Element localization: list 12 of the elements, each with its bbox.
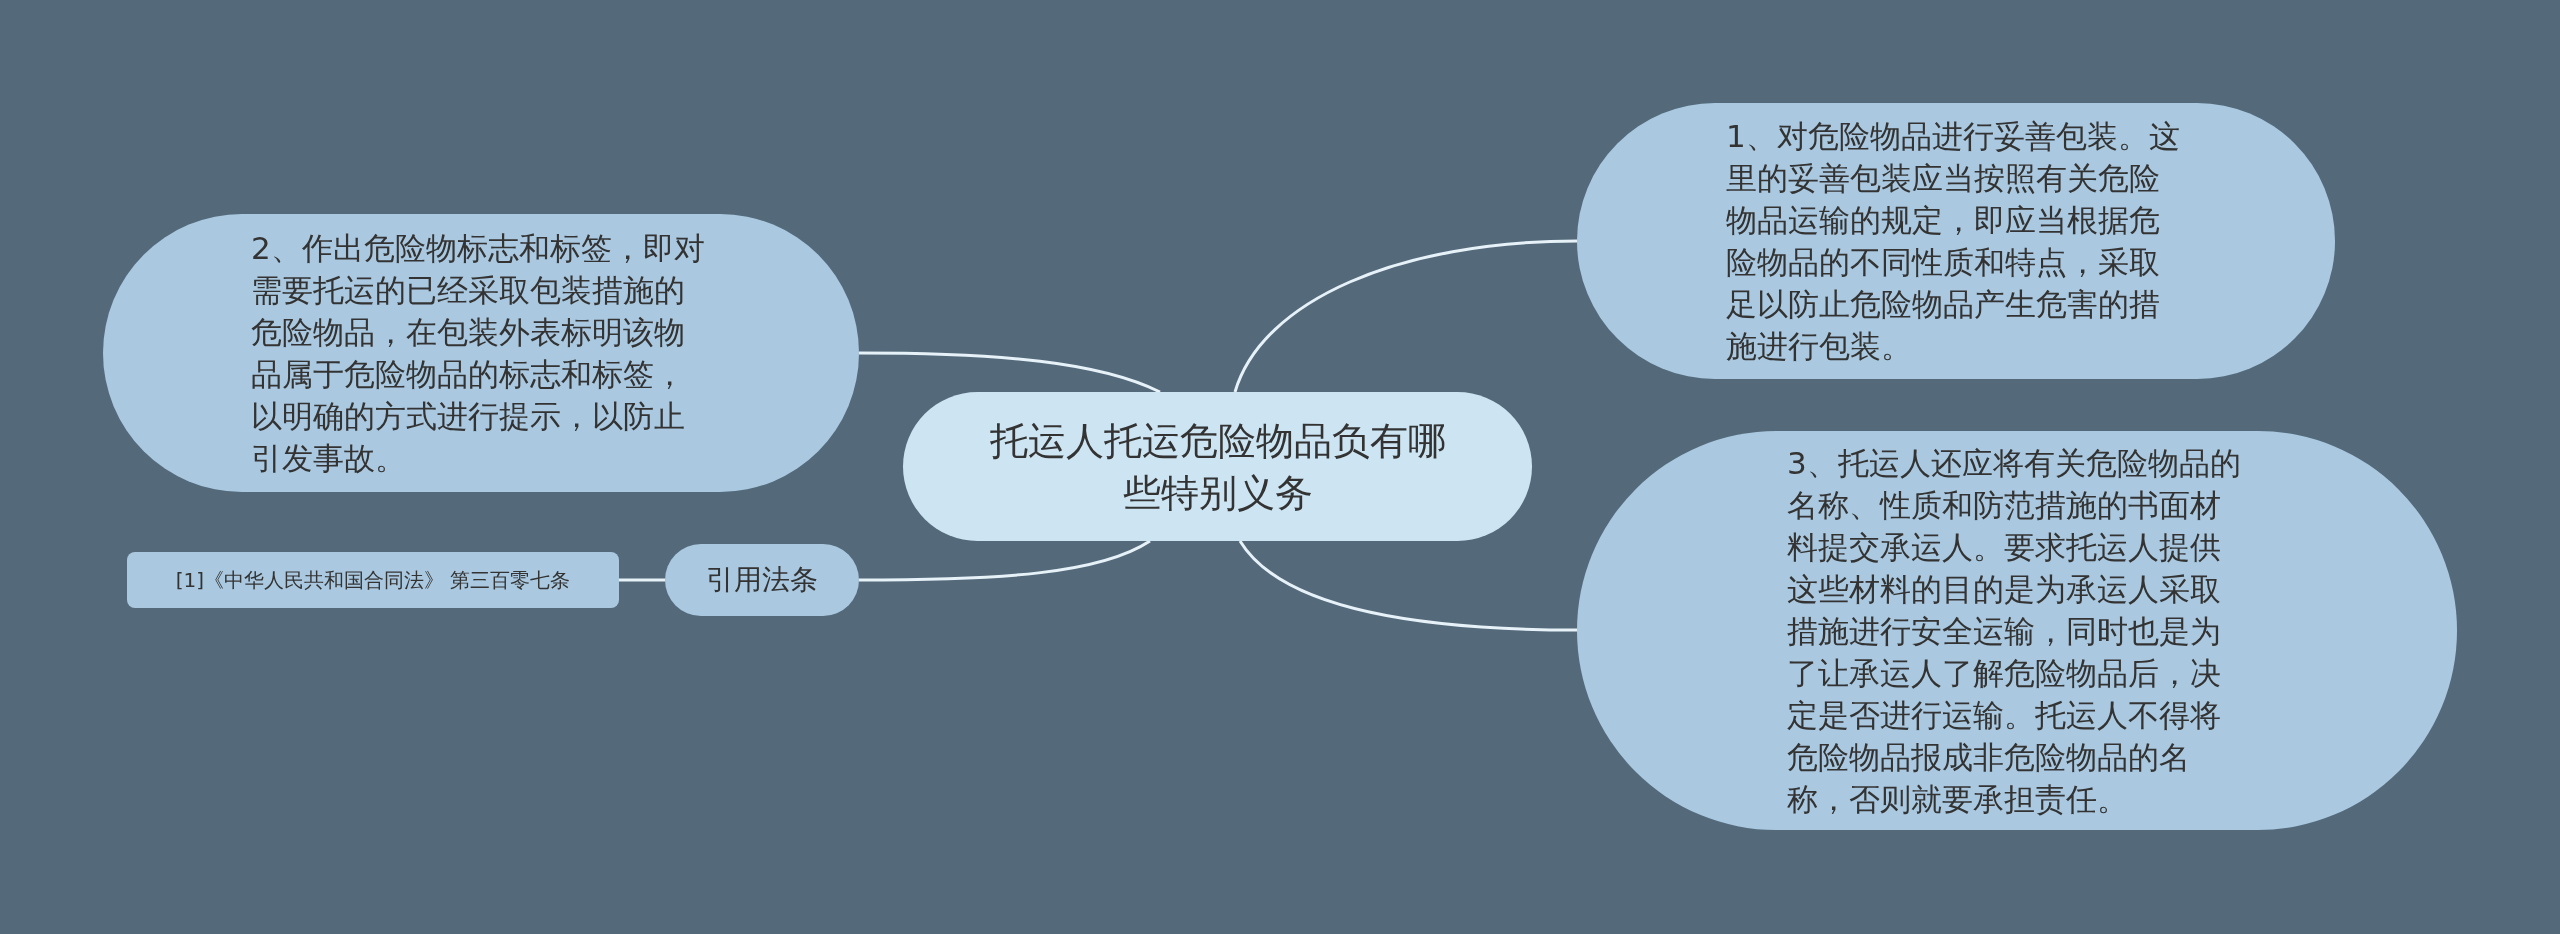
connector-line	[1238, 540, 1577, 632]
connector-line	[1233, 239, 1578, 393]
connector-line	[859, 351, 1161, 394]
topic-text: 3、托运人还应将有关危险物品的名称、性质和防范措施的书面材料提交承运人。要求托运人提供这些材料的目的是为承运人采取措施进行安全运输，同时也是为了让承运人了解危险物品后，决定是否进行运输。托运人不得将危险物品报成非危险物品的名称，否则就要承担责任。	[1787, 443, 2242, 819]
topic-text: 1、对危险物品进行妥善包装。这里的妥善包装应当按照有关危险物品运输的规定，即应当根据危险物品的不同性质和特点，采取足以防止危险物品产生危害的措施进行包装。	[1726, 117, 2181, 366]
topic-text: 托运人托运危险物品负有哪些特别义务	[988, 417, 1447, 517]
reference-tag	[127, 552, 619, 608]
connector-line	[619, 578, 665, 582]
topic-text: 2、作出危险物标志和标签，即对需要托运的已经采取包装措施的危险物品，在包装外表标明该物品属于危险物品的标志和标签，以明确的方式进行提示，以防止引发事故。	[251, 229, 706, 478]
topic-text: [1]《中华人民共和国合同法》 第三百零七条	[175, 567, 571, 594]
connector-line	[859, 539, 1151, 582]
topic-text: 引用法条	[706, 562, 818, 598]
